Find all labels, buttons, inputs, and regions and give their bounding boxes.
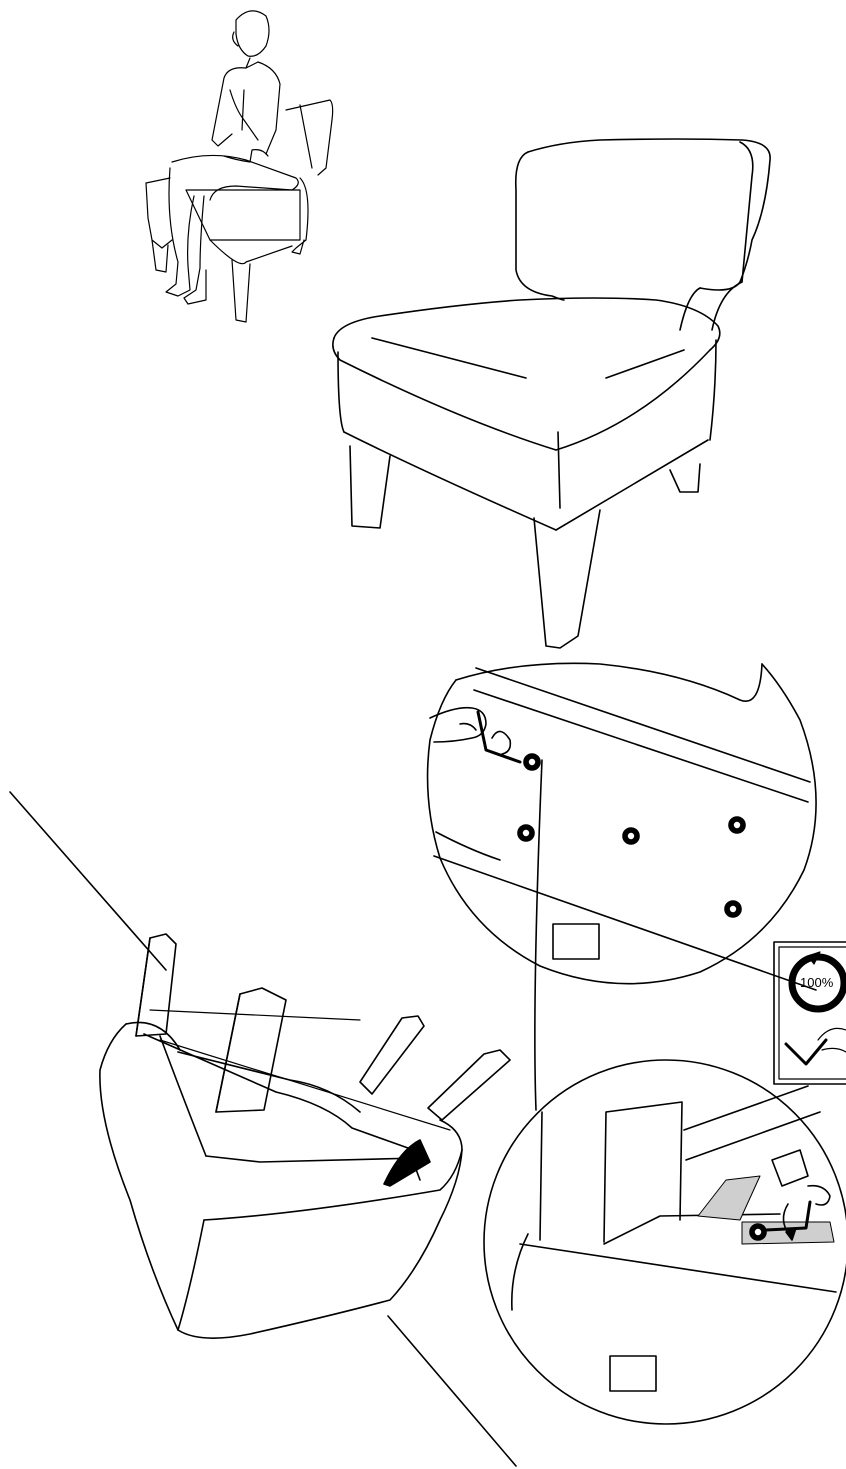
clockwise-arrow-icon bbox=[788, 951, 846, 1013]
bolt-icon bbox=[517, 824, 535, 842]
upside-down-chair-illustration bbox=[9, 791, 517, 1467]
torque-instruction-panel: 100% bbox=[773, 941, 846, 1085]
bolt-icon bbox=[724, 900, 742, 918]
person-seated-on-chair-illustration bbox=[145, 10, 334, 323]
assembled-chair-illustration bbox=[332, 138, 771, 649]
bolt-icon bbox=[728, 816, 746, 834]
leg-bolt-detail-circle-bottom bbox=[483, 759, 846, 1425]
torque-percent-label: 100% bbox=[800, 975, 834, 990]
component-label-box bbox=[609, 1355, 657, 1392]
bolt-icon bbox=[523, 753, 541, 771]
allen-key-hand-icon bbox=[784, 1027, 846, 1066]
bolt-icon bbox=[622, 827, 640, 845]
bolt-detail-circle-top bbox=[426, 662, 817, 991]
component-label-box bbox=[552, 923, 600, 960]
bolt-icon bbox=[749, 1223, 767, 1241]
